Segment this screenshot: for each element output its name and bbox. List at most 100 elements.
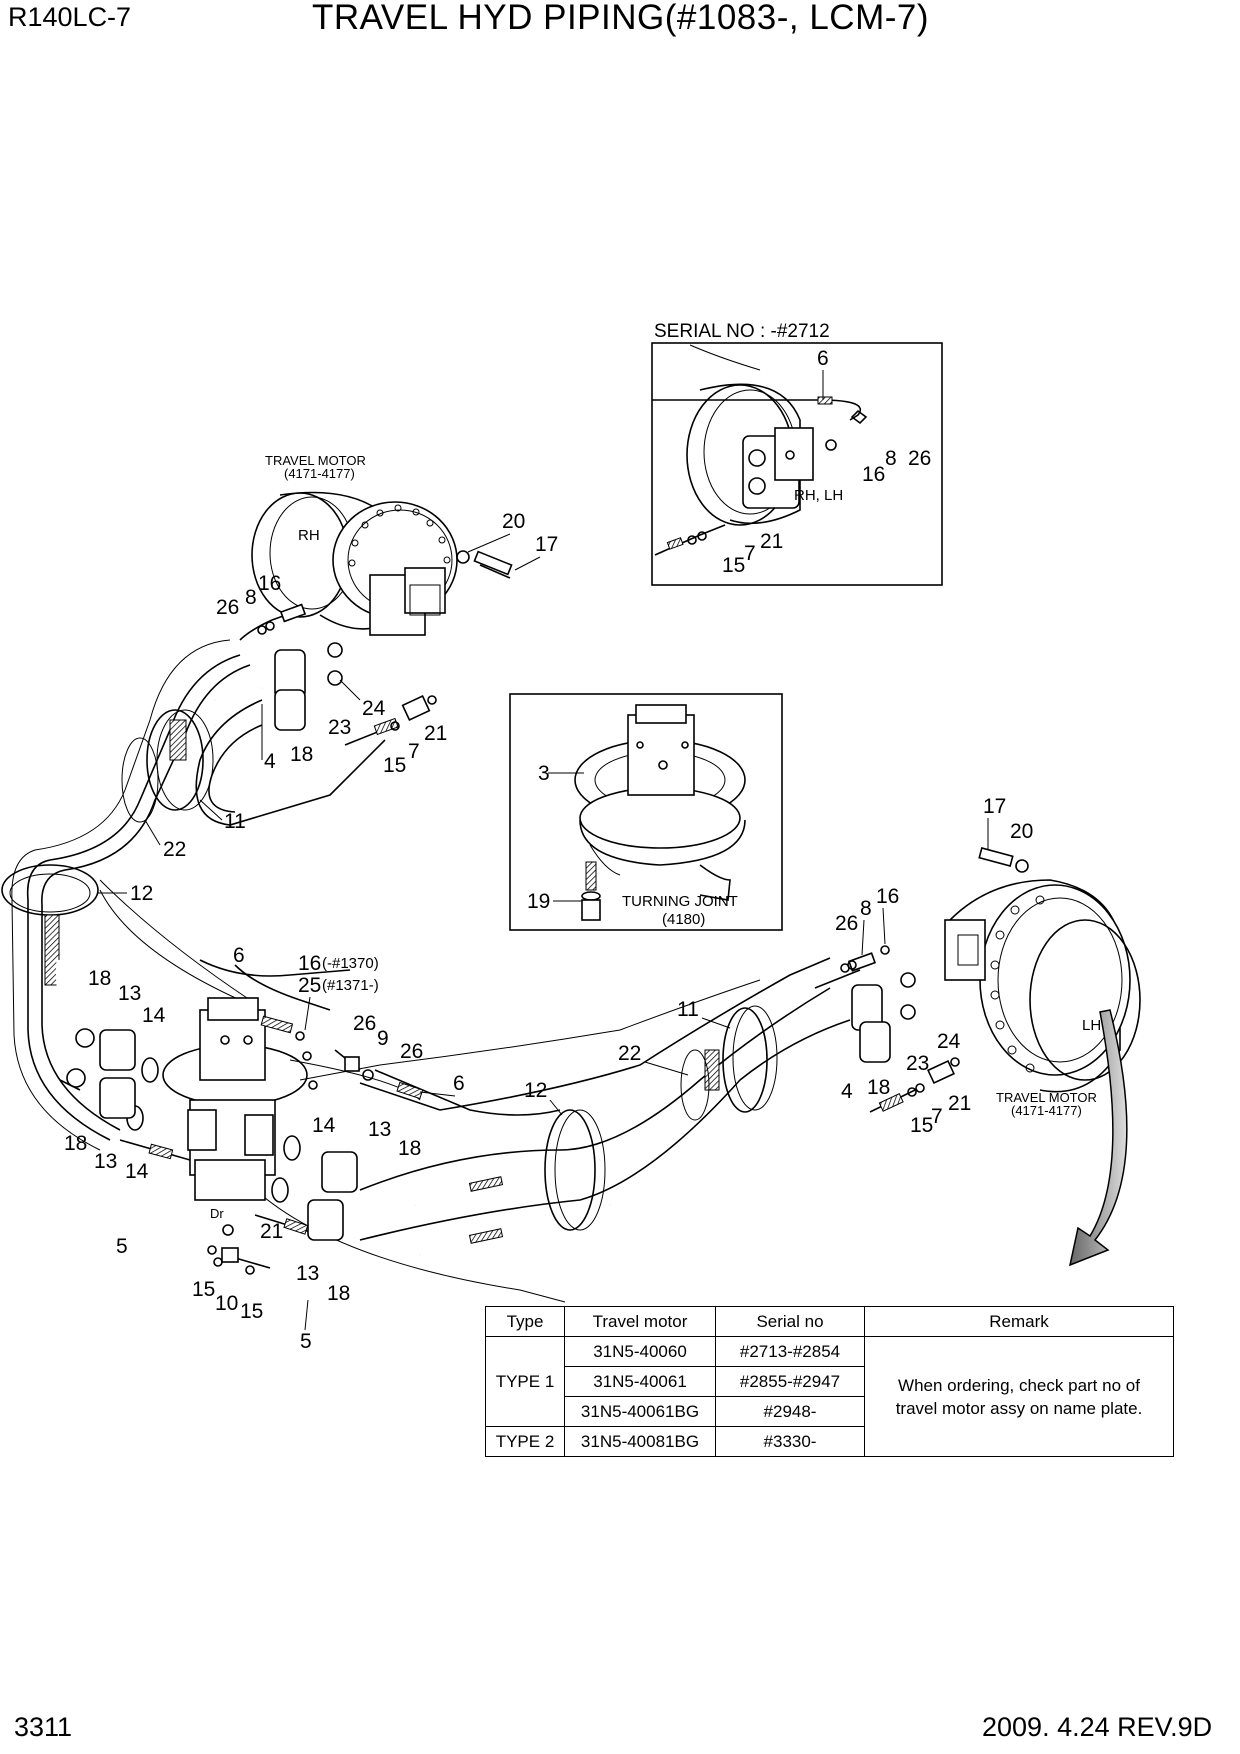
callout-21c: 21 [948,1092,971,1115]
serial-cell: #2713-#2854 [715,1336,865,1367]
callout-5b: 5 [300,1330,312,1353]
table-row: TYPE 2 31N5-40081BG #3330- [485,1426,1174,1457]
callout-20b: 20 [1010,820,1033,843]
callout-24b: 24 [937,1030,961,1053]
callout-21d: 21 [260,1220,283,1243]
callout-16c: 16 [876,885,899,908]
callout-23a: 23 [328,716,351,739]
remark-line-2: travel motor assy on name plate. [895,1398,1143,1418]
callout-14c: 14 [312,1114,336,1137]
callout-18d: 18 [64,1132,87,1155]
callout-10: 10 [215,1292,238,1315]
remark-cell: When ordering, check part no of travel m… [864,1336,1174,1457]
lh-label: LH [1082,1017,1101,1034]
callout-24a: 24 [362,697,386,720]
callout-15c: 15 [910,1114,933,1137]
callout-16b: 16 [258,572,281,595]
callout-8c: 8 [860,897,872,920]
turning-joint-code: (4180) [662,911,705,928]
header-travel-motor: Travel motor [564,1306,716,1337]
rh-lh-label: RH, LH [794,487,843,504]
callout-22b: 22 [618,1042,641,1065]
callout-18c: 18 [867,1076,890,1099]
callout-15d: 15 [192,1278,215,1301]
callout-26e: 26 [400,1040,423,1063]
callout-5a: 5 [116,1235,128,1258]
callout-16d: 16 [298,952,321,975]
page-number: 3311 [14,1712,73,1742]
callout-21: 21 [760,530,783,553]
motor-cell: 31N5-40081BG [564,1426,716,1457]
callout-19: 19 [527,890,550,913]
callout-14b: 14 [125,1160,149,1183]
serial-1370-label: (-#1370) [322,955,379,972]
motor-cell: 31N5-40061 [564,1366,716,1397]
table-row: 31N5-40061BG #2948- [486,1396,1174,1427]
callout-23b: 23 [906,1052,929,1075]
turning-joint-inset: 3 19 TURNING JOINT (4180) [509,693,783,931]
page-title: TRAVEL HYD PIPING(#1083-, LCM-7) [312,0,929,37]
callout-18f: 18 [327,1282,350,1305]
center-turning-joint: Dr 6 16 (-#1370) 25 (#1371-) 18 [64,944,465,1353]
motor-cell: 31N5-40060 [564,1336,716,1367]
callout-7: 7 [744,542,756,565]
callout-6: 6 [817,347,829,370]
travel-motor-rh-label: TRAVEL MOTOR [265,453,366,468]
header-serial-no: Serial no [715,1306,865,1337]
travel-motor-lh-code: (4171-4177) [1011,1103,1082,1118]
callout-12b: 12 [524,1079,547,1102]
revision-date: 2009. 4.24 REV.9D [982,1712,1213,1742]
callout-11a: 11 [224,810,246,833]
table-row: TYPE 1 31N5-40060 #2713-#2854 When order… [485,1336,1174,1457]
callout-15: 15 [722,554,745,577]
header-type: Type [485,1306,565,1337]
callout-7c: 7 [931,1105,943,1128]
callout-8: 8 [885,447,897,470]
callout-9: 9 [377,1027,389,1050]
callout-4a: 4 [264,750,276,773]
callout-22a: 22 [163,838,186,861]
travel-motor-lh: 17 20 LH TRAVEL MOTOR (4171-4177) 26 8 1… [814,795,1141,1267]
table-header-row: Type Travel motor Serial no Remark [485,1306,1174,1337]
callout-26d: 26 [353,1012,376,1035]
callout-17: 17 [535,533,558,556]
callout-13c: 13 [368,1118,391,1141]
type-2-cell: TYPE 2 [485,1426,565,1457]
callout-13d: 13 [296,1262,319,1285]
callout-13a: 13 [118,982,141,1005]
callout-15b: 15 [383,754,406,777]
callout-8b: 8 [245,586,257,609]
rh-label: RH [298,527,320,544]
serial-cell: #2855-#2947 [715,1366,865,1397]
serial-inset: SERIAL NO : -#2712 6 8 26 16 RH, LH 21 7… [651,321,943,586]
callout-21b: 21 [424,722,447,745]
travel-motor-rh-code: (4171-4177) [284,466,355,481]
callout-12a: 12 [130,882,153,905]
callout-4b: 4 [841,1080,853,1103]
serial-cell: #3330- [715,1426,865,1457]
callout-25: 25 [298,974,321,997]
serial-no-label: SERIAL NO : -#2712 [654,321,830,342]
callout-3: 3 [538,762,550,785]
callout-20: 20 [502,510,525,533]
travel-motor-rh: TRAVEL MOTOR (4171-4177) RH 20 17 26 8 [214,453,558,777]
turning-joint-label: TURNING JOINT [622,893,738,910]
serial-cell: #2948- [715,1396,865,1427]
hose-routing: 11 22 12 [1,639,851,1303]
callout-14a: 14 [142,1004,166,1027]
callout-17b: 17 [983,795,1006,818]
callout-26b: 26 [216,596,239,619]
travel-motor-lh-label: TRAVEL MOTOR [996,1090,1097,1105]
model-number: R140LC-7 [8,2,132,32]
callout-26: 26 [908,447,931,470]
callout-18a: 18 [290,743,313,766]
callout-7b: 7 [408,740,420,763]
motor-cell: 31N5-40061BG [564,1396,716,1427]
remark-line-1: When ordering, check part no of [898,1375,1140,1395]
callout-6b: 6 [233,944,245,967]
callout-11b: 11 [677,998,699,1021]
callout-26c: 26 [835,912,858,935]
header-remark: Remark [864,1306,1174,1337]
callout-15e: 15 [240,1300,263,1323]
